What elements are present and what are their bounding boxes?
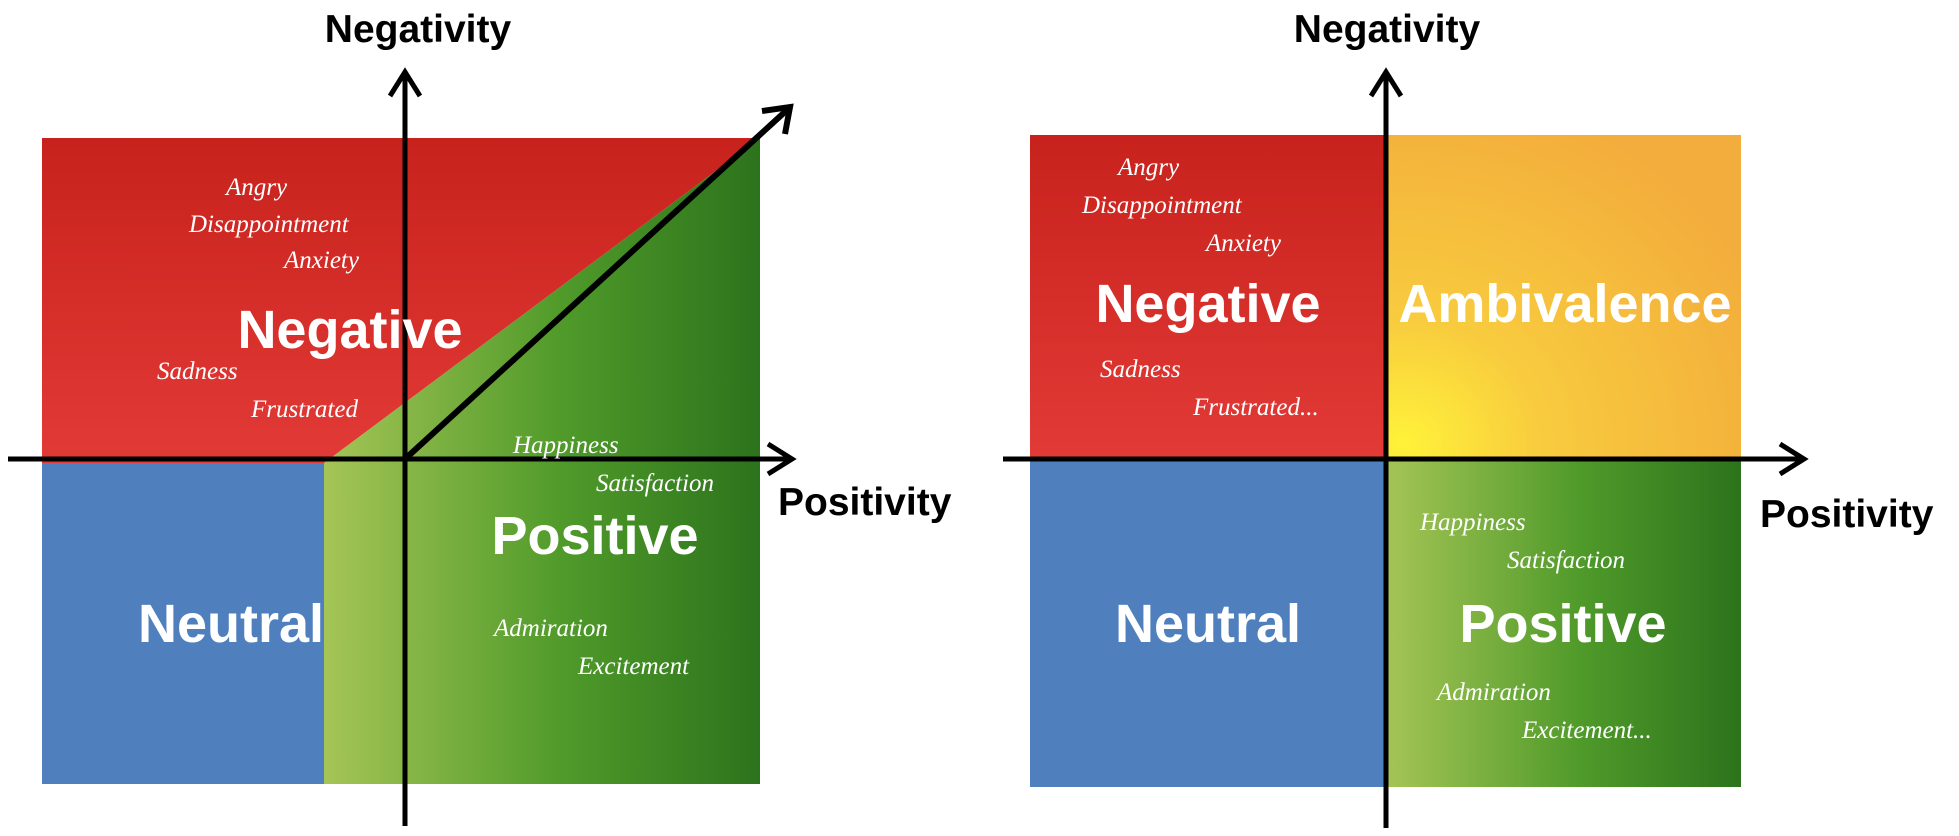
word-admiration: Admiration [492, 615, 608, 642]
neutral-label: Neutral [1115, 594, 1301, 654]
x-axis-arrowhead [766, 441, 797, 477]
word-frustrated: Frustrated [250, 396, 358, 423]
word-anxiety: Anxiety [282, 247, 360, 274]
word-anxiety: Anxiety [1204, 230, 1282, 257]
negative-label: Negative [237, 300, 462, 360]
neutral-label: Neutral [138, 594, 324, 654]
y-axis-arrowhead [1368, 67, 1404, 98]
positive-label: Positive [1459, 594, 1666, 654]
word-excitement: Excitement... [1521, 717, 1652, 744]
x-axis-title: Positivity [778, 481, 952, 524]
positive-label: Positive [491, 506, 698, 566]
right-diagram: Negativity Positivity Negative Ambivalen… [1003, 8, 1934, 828]
word-satisfaction: Satisfaction [596, 470, 714, 497]
word-sadness: Sadness [1100, 356, 1181, 383]
negative-region [1030, 135, 1386, 459]
ambivalence-region [1386, 135, 1741, 459]
diagonal-arrowhead [761, 103, 794, 135]
positive-region [1386, 459, 1741, 787]
word-happiness: Happiness [512, 432, 619, 459]
word-angry: Angry [1116, 154, 1180, 181]
negative-region [42, 138, 760, 463]
ambivalence-label: Ambivalence [1398, 274, 1731, 334]
word-sadness: Sadness [157, 358, 238, 385]
negative-label: Negative [1095, 274, 1320, 334]
word-admiration: Admiration [1435, 679, 1551, 706]
word-excitement: Excitement [577, 653, 690, 680]
y-axis-title: Negativity [1294, 8, 1481, 51]
left-diagram: Negativity Positivity Negative Positive … [8, 8, 952, 826]
diagonal-divider [402, 107, 790, 462]
word-happiness: Happiness [1419, 509, 1526, 536]
word-angry: Angry [224, 174, 288, 201]
neutral-region [1030, 459, 1386, 787]
word-disappointment: Disappointment [1081, 192, 1243, 219]
word-satisfaction: Satisfaction [1507, 547, 1625, 574]
y-axis-arrowhead [387, 67, 423, 98]
x-axis-title: Positivity [1760, 493, 1934, 536]
y-axis-title: Negativity [325, 8, 512, 51]
word-frustrated: Frustrated... [1192, 394, 1319, 421]
x-axis-arrowhead [1778, 441, 1809, 477]
word-disappointment: Disappointment [188, 211, 350, 238]
